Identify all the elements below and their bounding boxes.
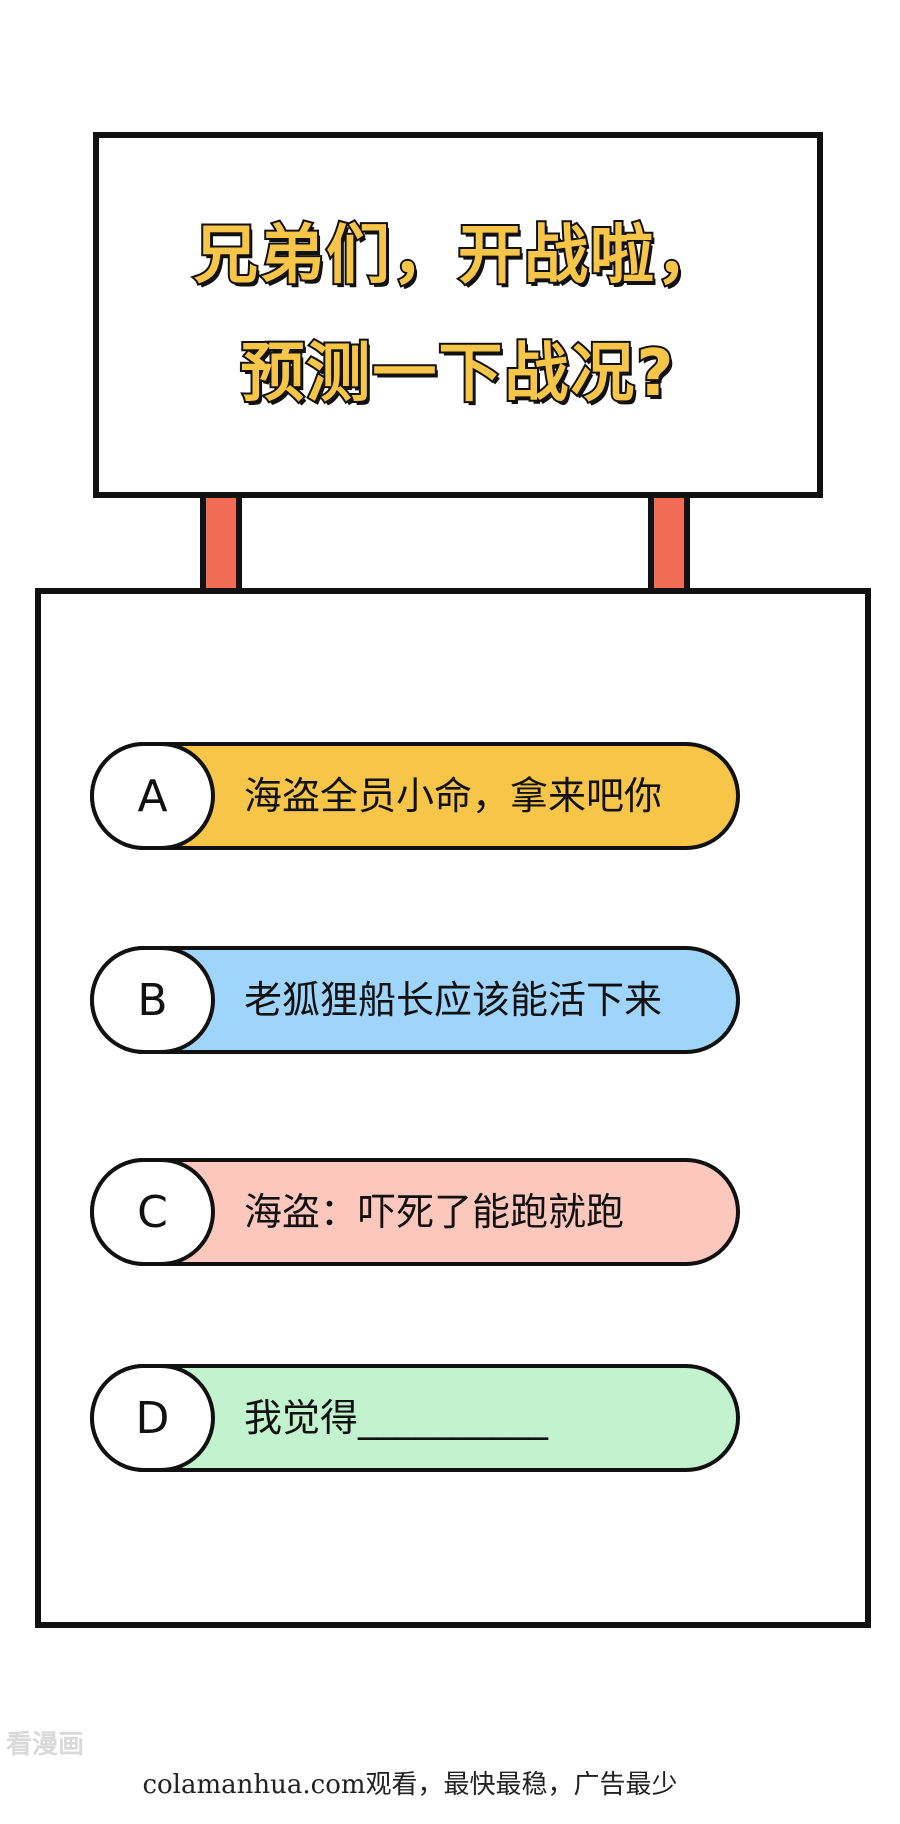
option-c-text: 海盗：吓死了能跑就跑 — [244, 1190, 625, 1234]
option-a-text: 海盗全员小命，拿来吧你 — [244, 774, 663, 818]
option-b[interactable]: B 老狐狸船长应该能活下来 — [90, 946, 740, 1054]
option-d[interactable]: D 我觉得__________ — [90, 1364, 740, 1472]
footer-text: colamanhua.com观看，最快最稳，广告最少 — [142, 1770, 678, 1800]
watermark: 看漫画 — [6, 1730, 85, 1760]
option-a[interactable]: A 海盗全员小命，拿来吧你 — [90, 742, 740, 850]
option-b-letter: B — [90, 946, 215, 1054]
option-d-letter: D — [90, 1364, 215, 1472]
option-c[interactable]: C 海盗：吓死了能跑就跑 — [90, 1158, 740, 1266]
sign-post-left — [200, 498, 242, 590]
option-b-text: 老狐狸船长应该能活下来 — [244, 978, 663, 1022]
option-d-text: 我觉得__________ — [244, 1396, 549, 1440]
sign-post-right — [648, 498, 690, 590]
title-line-2: 预测一下战况? — [238, 335, 676, 413]
option-a-letter: A — [90, 742, 215, 850]
title-sign: 兄弟们，开战啦， 预测一下战况? — [93, 132, 823, 498]
option-c-letter: C — [90, 1158, 215, 1266]
title-line-1: 兄弟们，开战啦， — [192, 217, 722, 295]
